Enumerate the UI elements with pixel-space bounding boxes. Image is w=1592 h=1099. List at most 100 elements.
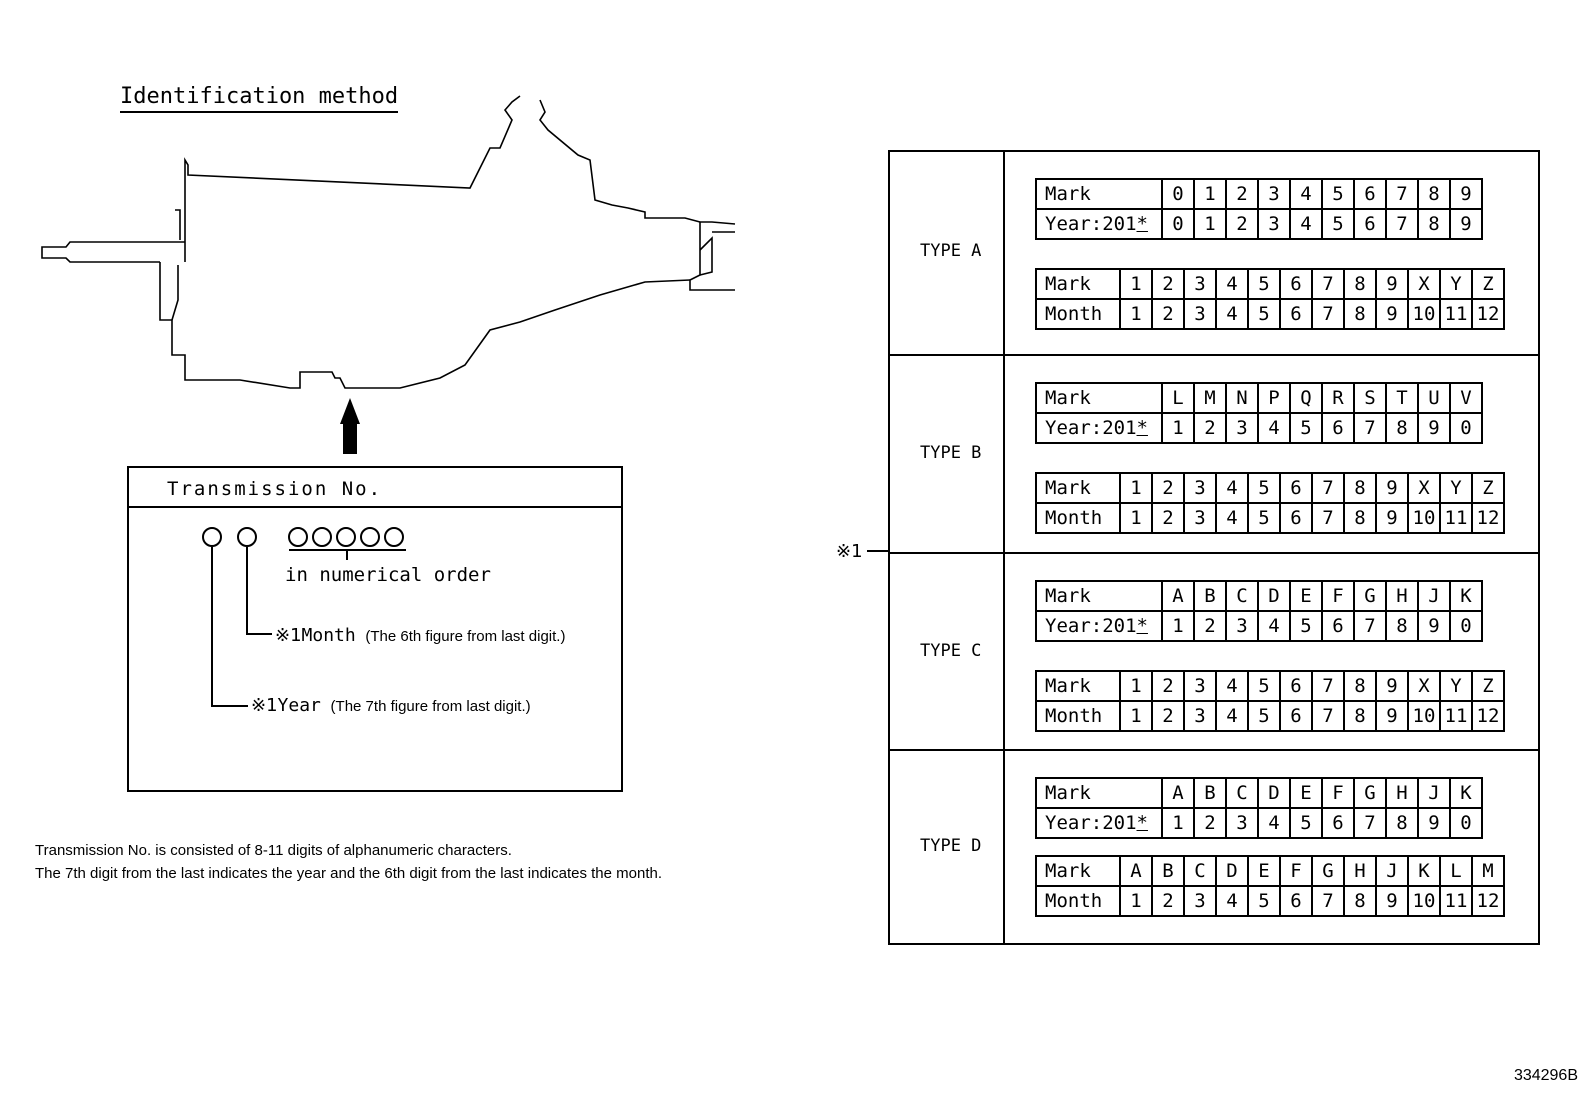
year-value-cell: 0 — [1449, 412, 1483, 444]
month-mark-cell: 3 — [1183, 268, 1217, 300]
year-mark-cell: E — [1289, 580, 1323, 612]
year-mark-cell: B — [1193, 580, 1227, 612]
month-mark-cell: 4 — [1215, 472, 1249, 504]
year-wildcard: * — [1136, 417, 1148, 439]
year-mark-cell: N — [1225, 382, 1259, 414]
month-mark-cell: 9 — [1375, 670, 1409, 702]
year-value-cell: 5 — [1289, 807, 1323, 839]
year-value-cell: 6 — [1321, 610, 1355, 642]
year-header: Year:201* — [1035, 807, 1163, 839]
year-value-cell: 6 — [1321, 807, 1355, 839]
month-mark-cell: 6 — [1279, 472, 1313, 504]
year-value-cell: 2 — [1225, 208, 1259, 240]
month-mark-cell: Z — [1471, 268, 1505, 300]
year-value-cell: 4 — [1257, 807, 1291, 839]
mark-header: Mark — [1035, 178, 1163, 210]
year-value-cell: 8 — [1417, 208, 1451, 240]
year-value-cell: 0 — [1161, 208, 1195, 240]
month-value-cell: 6 — [1279, 502, 1313, 534]
note-line-2: The 7th digit from the last indicates th… — [35, 865, 663, 882]
month-value-cell: 4 — [1215, 298, 1249, 330]
month-value-cell: 4 — [1215, 502, 1249, 534]
month-mark-cell: X — [1407, 472, 1441, 504]
month-header: Month — [1035, 700, 1121, 732]
month-value-cell: 2 — [1151, 885, 1185, 917]
year-value-cell: 5 — [1289, 610, 1323, 642]
year-value-cell: 7 — [1353, 807, 1387, 839]
month-value-cell: 2 — [1151, 700, 1185, 732]
month-mark-cell: X — [1407, 268, 1441, 300]
page-title: Identification method — [120, 84, 399, 113]
month-value-cell: 8 — [1343, 885, 1377, 917]
year-value-cell: 3 — [1225, 610, 1259, 642]
year-mark-cell: 3 — [1257, 178, 1291, 210]
type-label: TYPE C — [920, 640, 982, 661]
month-mark-cell: Y — [1439, 670, 1473, 702]
year-value-cell: 9 — [1417, 412, 1451, 444]
month-value-cell: 10 — [1407, 700, 1441, 732]
month-value-cell: 6 — [1279, 298, 1313, 330]
year-value-cell: 1 — [1161, 412, 1195, 444]
month-value-cell: 11 — [1439, 700, 1473, 732]
year-mark-cell: T — [1385, 382, 1419, 414]
year-marker: ※1 — [251, 695, 278, 716]
year-mark-cell: D — [1257, 777, 1291, 809]
year-mark-cell: Q — [1289, 382, 1323, 414]
month-mark-cell: K — [1407, 855, 1441, 887]
month-mark-cell: A — [1119, 855, 1153, 887]
month-header: Month — [1035, 885, 1121, 917]
mark-header: Mark — [1035, 670, 1121, 702]
year-mark-cell: 0 — [1161, 178, 1195, 210]
arrow-up-icon — [340, 398, 360, 454]
month-mark-cell: Z — [1471, 670, 1505, 702]
month-value-cell: 7 — [1311, 885, 1345, 917]
year-value-cell: 5 — [1289, 412, 1323, 444]
year-value-cell: 9 — [1449, 208, 1483, 240]
year-prefix: Year:201 — [1045, 812, 1137, 834]
month-value-cell: 3 — [1183, 885, 1217, 917]
month-note: (The 6th figure from last digit.) — [365, 628, 566, 645]
month-value-cell: 5 — [1247, 298, 1281, 330]
year-header: Year:201* — [1035, 610, 1163, 642]
month-value-cell: 5 — [1247, 700, 1281, 732]
year-mark-cell: S — [1353, 382, 1387, 414]
mark-header: Mark — [1035, 580, 1163, 612]
month-mark-cell: 5 — [1247, 472, 1281, 504]
year-value-cell: 2 — [1193, 412, 1227, 444]
month-mark-cell: 2 — [1151, 670, 1185, 702]
year-mark-cell: C — [1225, 777, 1259, 809]
year-mark-cell: P — [1257, 382, 1291, 414]
month-value-cell: 11 — [1439, 298, 1473, 330]
year-value-cell: 1 — [1161, 610, 1195, 642]
year-value-cell: 8 — [1385, 412, 1419, 444]
month-value-cell: 4 — [1215, 885, 1249, 917]
month-mark-cell: 1 — [1119, 472, 1153, 504]
month-mark-cell: 8 — [1343, 268, 1377, 300]
month-value-cell: 6 — [1279, 885, 1313, 917]
mark-header: Mark — [1035, 855, 1121, 887]
year-mark-cell: J — [1417, 580, 1451, 612]
month-value-cell: 11 — [1439, 502, 1473, 534]
month-mark-cell: 2 — [1151, 268, 1185, 300]
year-mark-cell: F — [1321, 580, 1355, 612]
year-value-cell: 9 — [1417, 807, 1451, 839]
month-value-cell: 2 — [1151, 502, 1185, 534]
month-value-cell: 2 — [1151, 298, 1185, 330]
month-mark-cell: 3 — [1183, 472, 1217, 504]
year-value-cell: 3 — [1225, 412, 1259, 444]
year-mark-cell: 9 — [1449, 178, 1483, 210]
year-value-cell: 3 — [1257, 208, 1291, 240]
month-mark-cell: 1 — [1119, 268, 1153, 300]
month-mark-cell: 5 — [1247, 268, 1281, 300]
month-value-cell: 11 — [1439, 885, 1473, 917]
year-value-cell: 3 — [1225, 807, 1259, 839]
month-value-cell: 10 — [1407, 502, 1441, 534]
month-mark-cell: G — [1311, 855, 1345, 887]
year-mark-cell: B — [1193, 777, 1227, 809]
month-callout: ※1Month (The 6th figure from last digit.… — [275, 625, 565, 646]
